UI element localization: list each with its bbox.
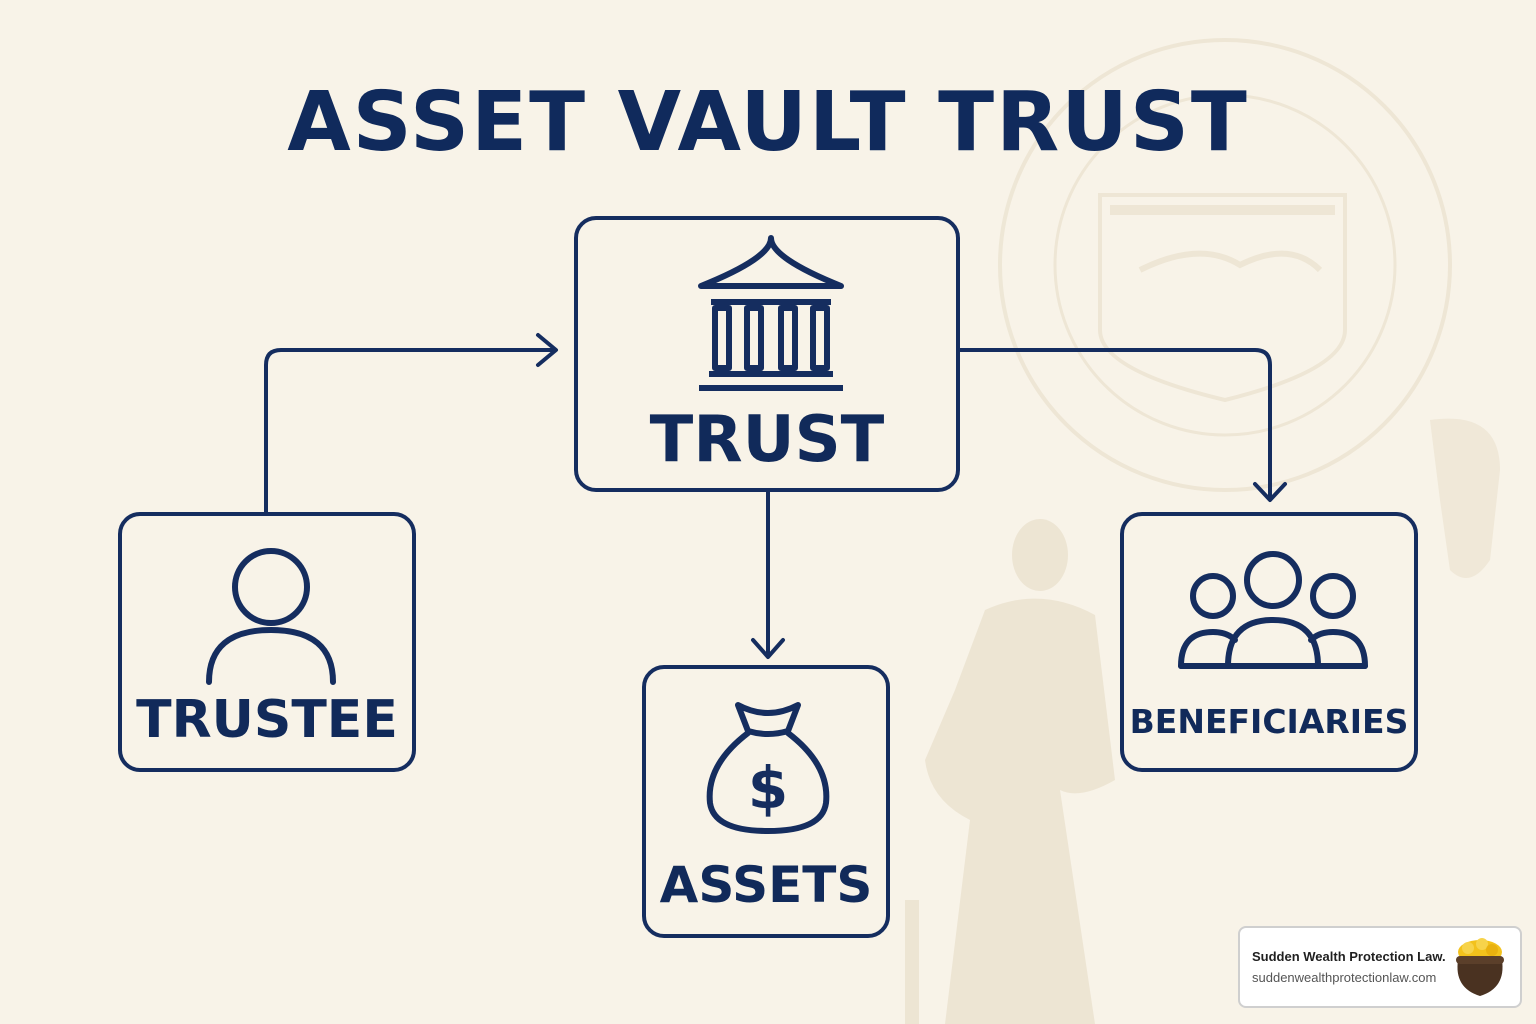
diagram-title: ASSET VAULT TRUST [287, 75, 1249, 170]
trust-label: TRUST [649, 403, 885, 477]
assets-label: ASSETS [659, 856, 873, 914]
brand-name: Sudden Wealth Protection Law. [1252, 949, 1446, 964]
state-seal-watermark [998, 38, 1452, 492]
group-icon [1178, 551, 1368, 669]
connector-trust-to-beneficiaries [958, 348, 1272, 497]
beneficiaries-node: BENEFICIARIES [1120, 512, 1418, 772]
beneficiaries-label: BENEFICIARIES [1129, 702, 1409, 741]
trust-node: TRUST [574, 216, 960, 492]
brand-badge[interactable]: Sudden Wealth Protection Law. suddenweal… [1238, 926, 1522, 1008]
svg-text:$: $ [748, 754, 788, 822]
arrowhead-assets [751, 638, 785, 659]
brand-url: suddenwealthprotectionlaw.com [1252, 970, 1437, 985]
bank-building-icon [698, 235, 844, 391]
connector-trustee-to-trust [264, 348, 554, 514]
assets-node: $ ASSETS [642, 665, 890, 938]
person-icon [206, 548, 336, 685]
lady-justice-watermark [905, 418, 1500, 1024]
money-bag-icon: $ [706, 702, 830, 834]
gold-pot-icon [1456, 938, 1504, 996]
arrowhead-beneficiaries [1253, 482, 1287, 502]
arrowhead-trust-left [536, 333, 558, 367]
trustee-label: TRUSTEE [136, 690, 398, 750]
trustee-node: TRUSTEE [118, 512, 416, 772]
